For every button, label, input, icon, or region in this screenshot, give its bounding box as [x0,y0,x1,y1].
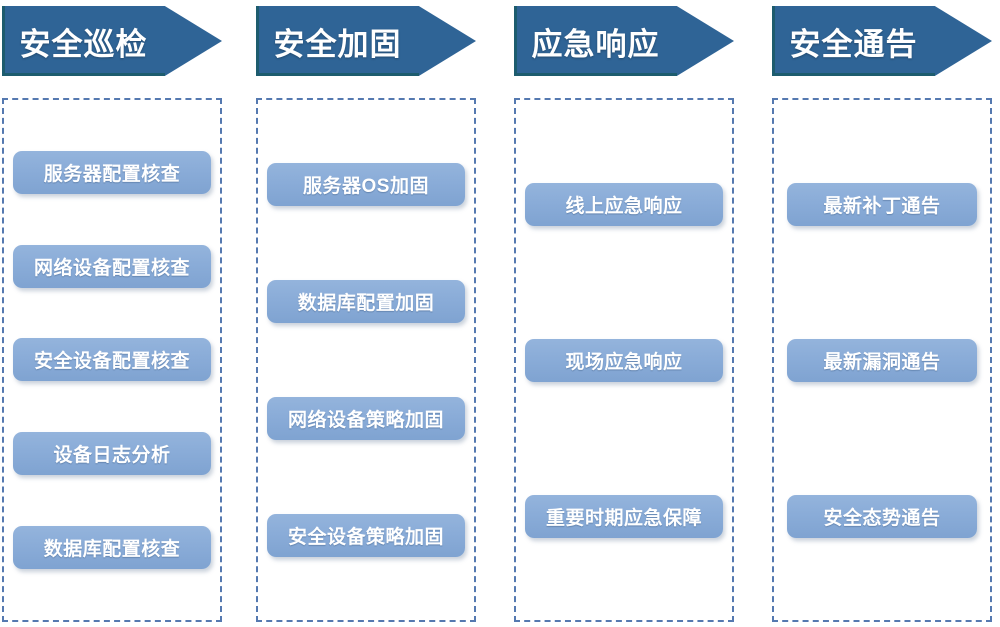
arrow-left-edge [514,6,517,76]
arrow-bottom-edge [514,73,677,76]
column-body-0: 服务器配置核查 网络设备配置核查 安全设备配置核查 设备日志分析 数据库配置核查 [2,98,222,622]
column-header-label-0: 安全巡检 [19,26,148,62]
column-header-arrow-0[interactable]: 安全巡检 [2,6,222,76]
list-item[interactable]: 安全态势通告 [787,494,977,538]
column-security-bulletin: 安全通告 最新补丁通告 最新漏洞通告 安全态势通告 [772,0,994,627]
column-body-3: 最新补丁通告 最新漏洞通告 安全态势通告 [772,98,992,622]
column-header-label-3: 安全通告 [789,26,918,62]
arrow-bottom-edge [772,73,935,76]
column-header-arrow-2[interactable]: 应急响应 [514,6,734,76]
column-body-2: 线上应急响应 现场应急响应 重要时期应急保障 [514,98,734,622]
column-security-hardening: 安全加固 服务器OS加固 数据库配置加固 网络设备策略加固 安全设备策略加固 [256,0,478,627]
arrow-left-edge [256,6,259,76]
column-header-arrow-1[interactable]: 安全加固 [256,6,476,76]
list-item[interactable]: 数据库配置加固 [267,280,465,323]
list-item[interactable]: 数据库配置核查 [13,525,211,569]
list-item[interactable]: 安全设备配置核查 [13,338,211,382]
column-header-label-2: 应急响应 [531,26,660,62]
pill-stack-3: 最新补丁通告 最新漏洞通告 安全态势通告 [774,100,990,620]
pill-stack-0: 服务器配置核查 网络设备配置核查 安全设备配置核查 设备日志分析 数据库配置核查 [4,100,220,620]
list-item[interactable]: 网络设备策略加固 [267,397,465,440]
list-item[interactable]: 服务器OS加固 [267,163,465,206]
list-item[interactable]: 最新漏洞通告 [787,338,977,382]
column-body-1: 服务器OS加固 数据库配置加固 网络设备策略加固 安全设备策略加固 [256,98,476,622]
list-item[interactable]: 服务器配置核查 [13,151,211,195]
column-header-arrow-3[interactable]: 安全通告 [772,6,992,76]
arrow-bottom-edge [2,73,165,76]
arrow-left-edge [772,6,775,76]
list-item[interactable]: 重要时期应急保障 [525,494,723,538]
arrow-left-edge [2,6,5,76]
list-item[interactable]: 安全设备策略加固 [267,514,465,557]
pill-stack-2: 线上应急响应 现场应急响应 重要时期应急保障 [516,100,732,620]
list-item[interactable]: 网络设备配置核查 [13,244,211,288]
pill-stack-1: 服务器OS加固 数据库配置加固 网络设备策略加固 安全设备策略加固 [258,100,474,620]
list-item[interactable]: 线上应急响应 [525,182,723,226]
list-item[interactable]: 最新补丁通告 [787,182,977,226]
column-emergency-response: 应急响应 线上应急响应 现场应急响应 重要时期应急保障 [514,0,736,627]
column-header-label-1: 安全加固 [273,26,402,62]
column-security-inspection: 安全巡检 服务器配置核查 网络设备配置核查 安全设备配置核查 设备日志分析 数据… [2,0,224,627]
list-item[interactable]: 设备日志分析 [13,432,211,476]
list-item[interactable]: 现场应急响应 [525,338,723,382]
arrow-bottom-edge [256,73,419,76]
